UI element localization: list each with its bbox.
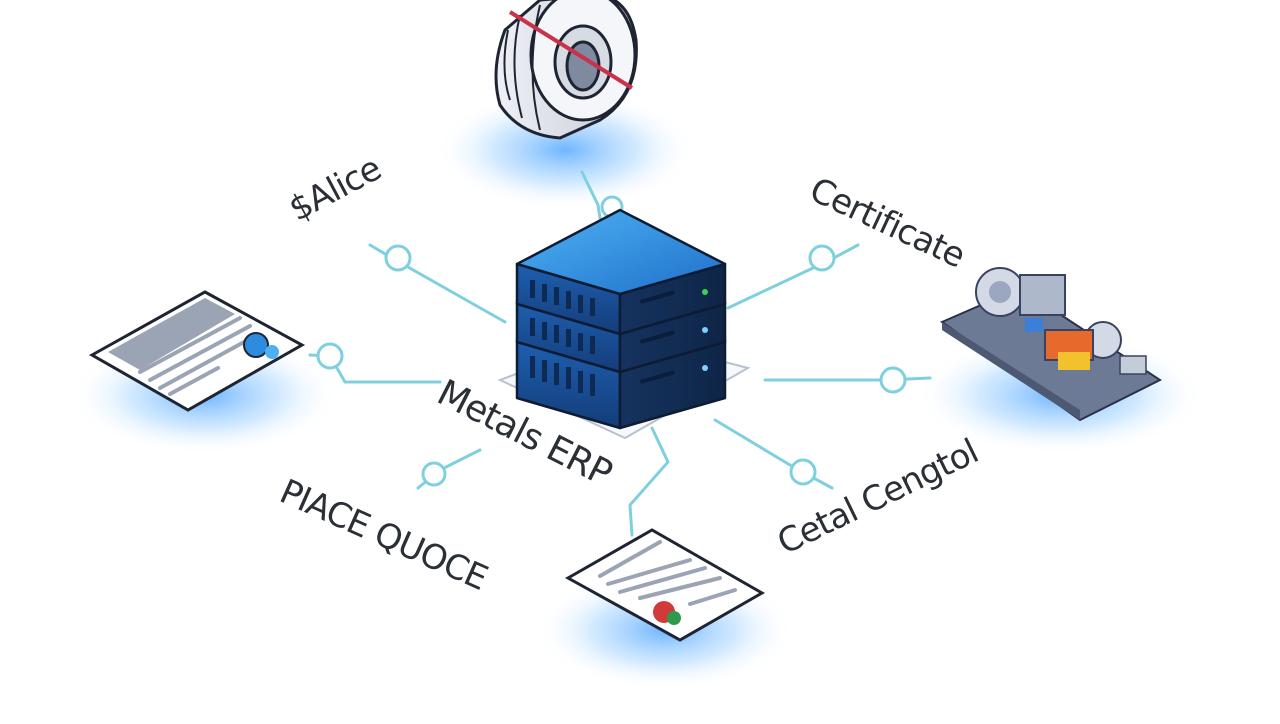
invoice-document-icon	[88, 290, 306, 412]
quote-document-icon	[564, 528, 766, 642]
connectors	[308, 170, 932, 537]
connector-node-quote	[421, 461, 447, 487]
connector-coil	[580, 170, 602, 220]
connector-node-leftdoc	[316, 342, 344, 370]
connector-quotedoc	[628, 426, 670, 537]
machinery-icon	[939, 267, 1163, 422]
connector-node-machine	[879, 366, 907, 394]
connector-node-control	[789, 458, 817, 486]
server-leds	[639, 289, 708, 384]
coil-stripe	[508, 10, 634, 90]
connector-certificate	[726, 243, 860, 310]
connector-node-invoice	[384, 244, 412, 272]
server-vents	[530, 280, 595, 396]
coil-glow	[435, 90, 695, 210]
connector-node-certificate	[808, 244, 836, 272]
server-stack-icon	[515, 208, 727, 430]
